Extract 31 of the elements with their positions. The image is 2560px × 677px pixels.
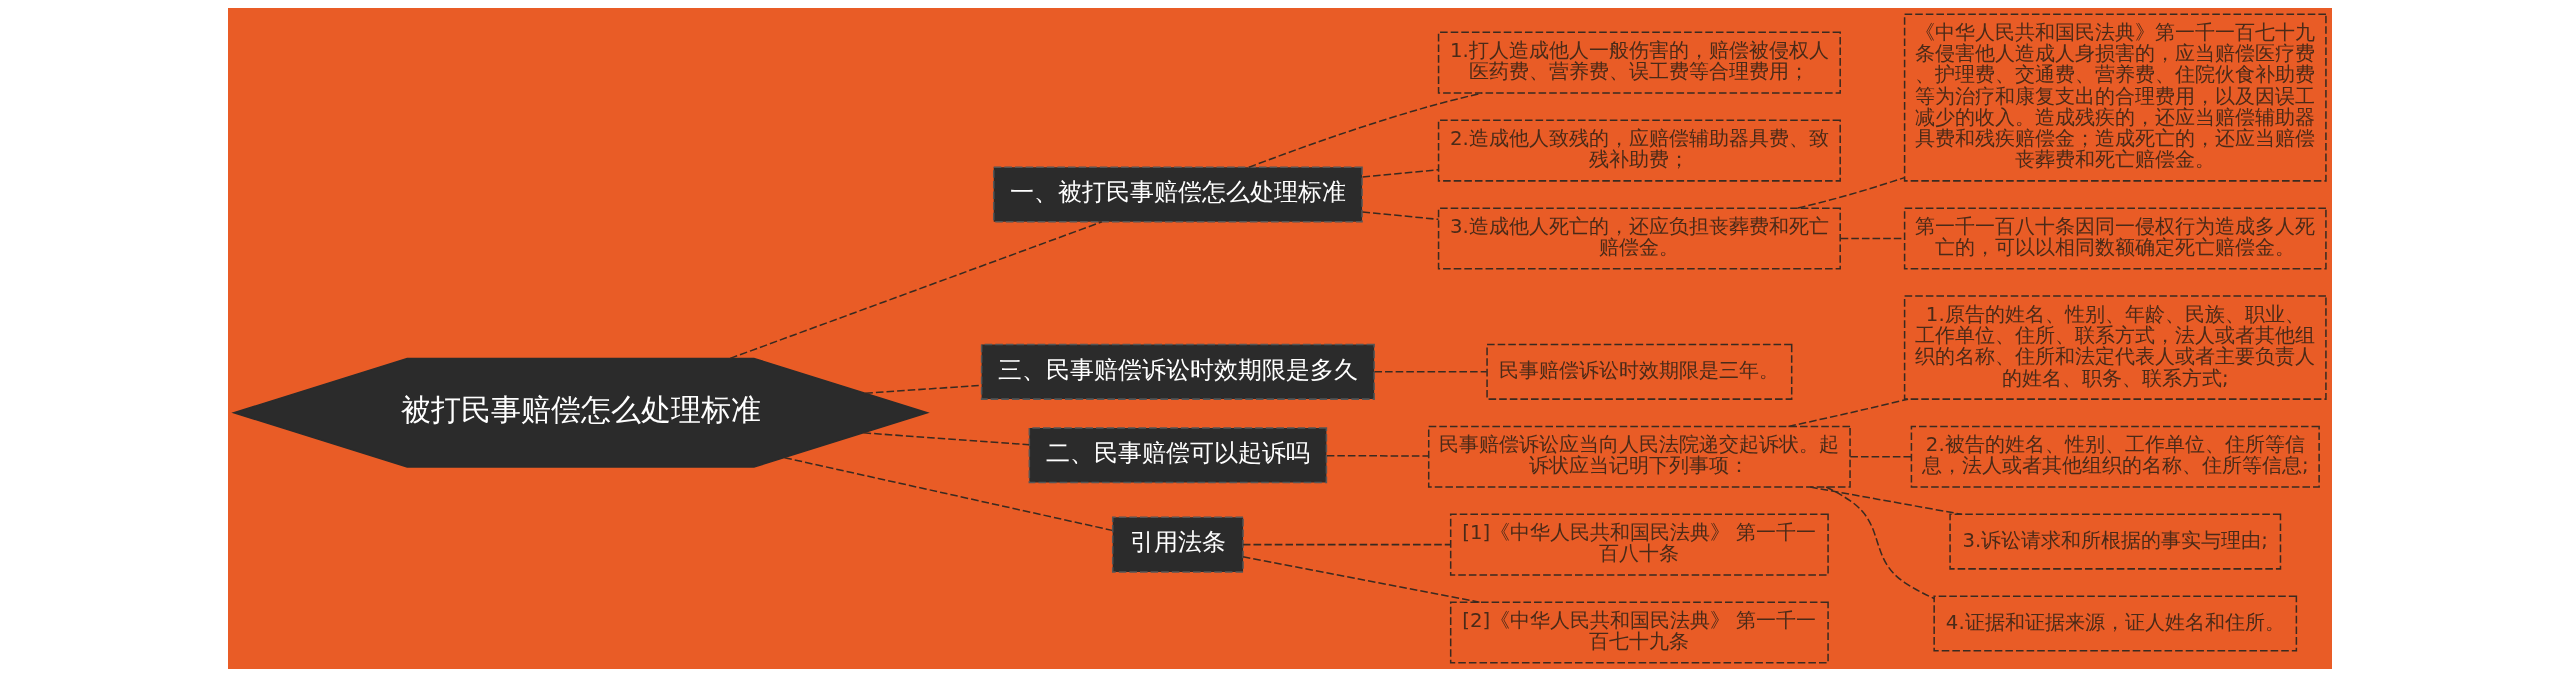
node-box: 3.造成他人死亡的，还应负担丧葬费和死亡赔偿金。 — [1437, 207, 1841, 270]
node-box: 2.造成他人致残的，应赔偿辅助器具费、致残补助费； — [1437, 119, 1841, 182]
node-box: [1]《中华人民共和国民法典》 第一千一百八十条 — [1449, 513, 1829, 576]
connector — [1361, 211, 1440, 221]
node-box: [2]《中华人民共和国民法典》 第一千一百七十九条 — [1449, 601, 1829, 664]
connector — [1825, 486, 1935, 600]
connector — [1242, 556, 1481, 603]
node-box: 第一千一百八十条因同一侵权行为造成多人死亡的，可以以相同数额确定死亡赔偿金。 — [1903, 207, 2327, 270]
connector — [783, 456, 1113, 532]
node-box: 3.诉讼请求和所根据的事实与理由; — [1949, 513, 2282, 570]
connector — [1326, 454, 1430, 457]
node-box: 《中华人民共和国民法典》第一千一百七十九条侵害他人造成人身损害的，应当赔偿医疗费、护理费、交通费、营养费、住院伙食补助费等为治疗和康复支出的合理费用，以及因误工减少的收入。造成残疾的，还应当赔偿辅助器具费和残疾赔偿金；造成死亡的，还应当赔偿丧葬费和死亡赔偿金。 — [1903, 13, 2327, 182]
node-box: 1.打人造成他人一般伤害的，赔偿被侵权人医药费、营养费、误工费等合理费用； — [1437, 31, 1841, 94]
node-box: 引用法条 — [1111, 516, 1244, 573]
connector — [1361, 168, 1440, 178]
connector — [1373, 371, 1488, 373]
node-box: 4.证据和证据来源，证人姓名和住所。 — [1933, 595, 2298, 652]
connector — [1787, 398, 1909, 428]
node-box: 民事赔偿诉讼应当向人民法院递交起诉状。起诉状应当记明下列事项： — [1427, 425, 1851, 488]
connector — [1849, 455, 1913, 458]
connector — [1242, 543, 1452, 546]
node-box: 一、被打民事赔偿怎么处理标准 — [993, 166, 1363, 223]
node-box: 1.原告的姓名、性别、年龄、民族、职业、工作单位、住所、联系方式，法人或者其他组织的名称、住所和法定代表人或者主要负责人的姓名、职务、联系方式; — [1903, 295, 2327, 400]
node-box: 民事赔偿诉讼时效期限是三年。 — [1486, 343, 1793, 400]
connector — [1797, 176, 1906, 209]
connector — [1809, 486, 1963, 516]
connector — [862, 432, 1030, 446]
node-box: 三、民事赔偿诉讼时效期限是多久 — [980, 343, 1375, 400]
node-box: 二、民事赔偿可以起诉吗 — [1028, 427, 1328, 484]
connector — [729, 221, 1103, 360]
node-box: 2.被告的姓名、性别、工作单位、住所等信息，法人或者其他组织的名称、住所等信息; — [1910, 425, 2320, 488]
